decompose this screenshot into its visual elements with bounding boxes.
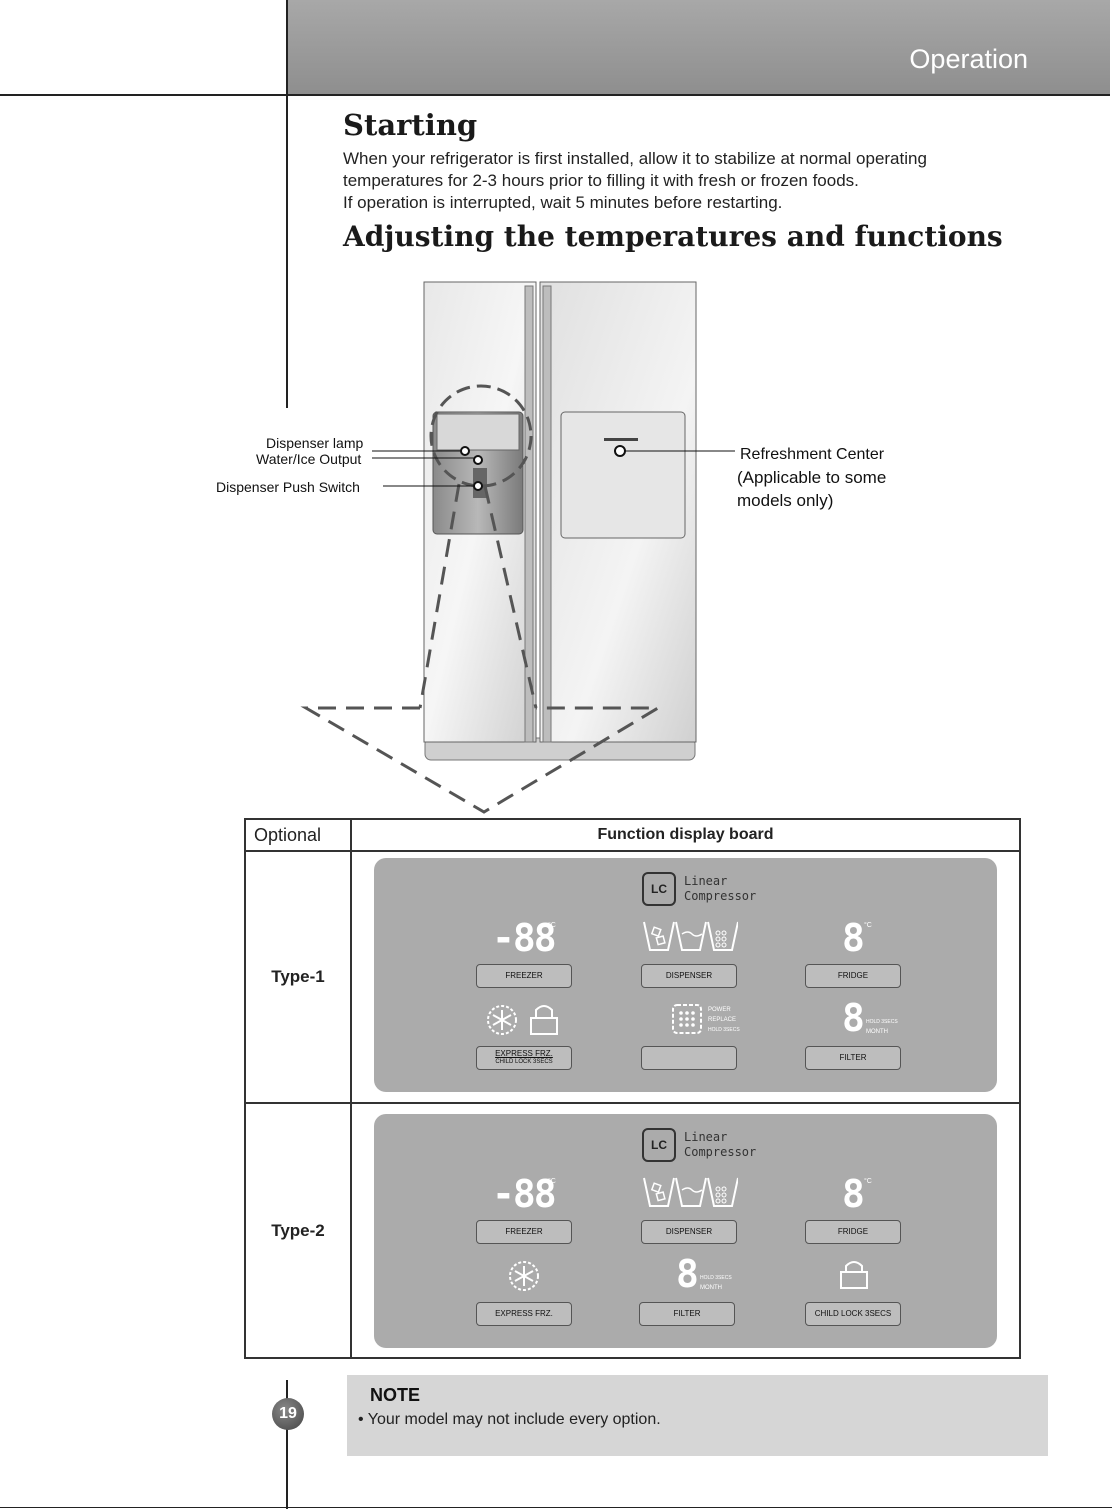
margin-rule-bottom bbox=[286, 1380, 288, 1509]
refreshment-center bbox=[560, 411, 686, 539]
filter-display: 8 bbox=[842, 996, 865, 1040]
freezer-handle bbox=[524, 285, 534, 743]
express-frz-label: EXPRESS FRZ. bbox=[495, 1049, 553, 1058]
freezer-button[interactable]: FREEZER bbox=[476, 964, 572, 988]
margin-rule-top bbox=[286, 0, 288, 408]
blank-button[interactable] bbox=[641, 1046, 737, 1070]
starting-line-2: temperatures for 2-3 hours prior to fill… bbox=[343, 171, 859, 190]
child-lock-label: CHILD LOCK 3SECS bbox=[495, 1059, 553, 1065]
dispenser-button[interactable]: DISPENSER bbox=[641, 1220, 737, 1244]
lc-text-compressor: Compressor bbox=[684, 889, 757, 903]
dispenser-lamp-marker bbox=[460, 446, 470, 456]
page-number: 19 bbox=[272, 1398, 304, 1430]
starting-heading: Starting bbox=[343, 108, 478, 142]
callout-water-ice-output: Water/Ice Output bbox=[256, 451, 362, 467]
filter-power-icon bbox=[672, 1004, 702, 1034]
starting-line-1: When your refrigerator is first installe… bbox=[343, 149, 927, 168]
replace-label: REPLACE bbox=[708, 1017, 737, 1023]
type-1-cell: LC Linear Compressor -88 °C 8 °C bbox=[350, 850, 1021, 1104]
callout-dispenser-lamp: Dispenser lamp bbox=[266, 435, 364, 451]
header-rule bbox=[0, 94, 1110, 96]
callout-applicable-line-2: models only) bbox=[737, 491, 834, 510]
child-lock-button[interactable]: CHILD LOCK 3SECS bbox=[805, 1302, 901, 1326]
fridge-button[interactable]: FRIDGE bbox=[805, 1220, 901, 1244]
starting-paragraph: When your refrigerator is first installe… bbox=[343, 148, 1043, 214]
starting-line-3: If operation is interrupted, wait 5 minu… bbox=[343, 193, 783, 212]
express-freeze-lock-icon bbox=[487, 1005, 558, 1035]
fridge-degree: °C bbox=[864, 1178, 872, 1185]
dispenser-button[interactable]: DISPENSER bbox=[641, 964, 737, 988]
fridge-button[interactable]: FRIDGE bbox=[805, 964, 901, 988]
freezer-display: -88 bbox=[492, 916, 557, 960]
express-freeze-icon bbox=[509, 1261, 539, 1291]
callout-refreshment-center: Refreshment Center bbox=[740, 446, 885, 463]
lc-icon: LC bbox=[642, 872, 676, 906]
type-1-panel: LC Linear Compressor -88 °C 8 °C bbox=[374, 858, 997, 1092]
filter-button[interactable]: FILTER bbox=[805, 1046, 901, 1070]
header-bar bbox=[288, 0, 1110, 95]
power-label: POWER bbox=[708, 1007, 731, 1013]
push-switch-marker bbox=[473, 481, 483, 491]
fridge-degree: °C bbox=[864, 922, 872, 929]
express-frz-child-lock-button[interactable]: EXPRESS FRZ. CHILD LOCK 3SECS bbox=[476, 1046, 572, 1070]
type-2-label: Type-2 bbox=[244, 1102, 352, 1359]
lc-text-linear: Linear bbox=[684, 1130, 728, 1144]
fridge-display: 8 bbox=[842, 1172, 865, 1216]
callout-applicable-line-1: (Applicable to some bbox=[737, 468, 887, 487]
function-display-table: Optional Function display board Type-1 L… bbox=[244, 818, 1021, 1359]
type-1-label: Type-1 bbox=[244, 850, 352, 1104]
filter-hold-label: HOLD 3SECS bbox=[866, 1019, 898, 1025]
section-title: Operation bbox=[909, 44, 1028, 74]
refreshment-marker bbox=[614, 445, 626, 457]
filter-display: 8 bbox=[676, 1252, 699, 1296]
filter-month-label: MONTH bbox=[700, 1285, 722, 1291]
freezer-degree: °C bbox=[548, 922, 556, 929]
type-2-panel: LC Linear Compressor -88 °C 8 °C bbox=[374, 1114, 997, 1348]
callout-push-switch: Dispenser Push Switch bbox=[216, 479, 360, 495]
freezer-display: -88 bbox=[492, 1172, 557, 1216]
freezer-button[interactable]: FREEZER bbox=[476, 1220, 572, 1244]
footer-rule bbox=[0, 1507, 1112, 1508]
type-2-cell: LC Linear Compressor -88 °C 8 °C bbox=[350, 1102, 1021, 1359]
water-ice-marker bbox=[473, 455, 483, 465]
refrigerator-diagram bbox=[300, 281, 735, 814]
note-box bbox=[347, 1375, 1048, 1456]
hold-label: HOLD 3SECS bbox=[708, 1027, 740, 1033]
filter-month-label: MONTH bbox=[866, 1029, 888, 1035]
lc-icon: LC bbox=[642, 1128, 676, 1162]
lc-text-linear: Linear bbox=[684, 874, 728, 888]
dispenser-mode-icon bbox=[643, 921, 738, 951]
fridge-display: 8 bbox=[842, 916, 865, 960]
lc-text-compressor: Compressor bbox=[684, 1145, 757, 1159]
freezer-degree: °C bbox=[548, 1178, 556, 1185]
col-function-display-board: Function display board bbox=[350, 818, 1021, 852]
filter-button[interactable]: FILTER bbox=[639, 1302, 735, 1326]
filter-hold-label: HOLD 3SECS bbox=[700, 1275, 732, 1281]
fridge-handle bbox=[542, 285, 552, 743]
note-text: • Your model may not include every optio… bbox=[358, 1411, 661, 1428]
note-title: NOTE bbox=[370, 1385, 421, 1405]
col-optional: Optional bbox=[244, 818, 352, 852]
adjusting-heading: Adjusting the temperatures and functions bbox=[343, 220, 1003, 253]
child-lock-icon bbox=[840, 1261, 868, 1289]
express-frz-button[interactable]: EXPRESS FRZ. bbox=[476, 1302, 572, 1326]
dispenser-mode-icon bbox=[643, 1177, 738, 1207]
